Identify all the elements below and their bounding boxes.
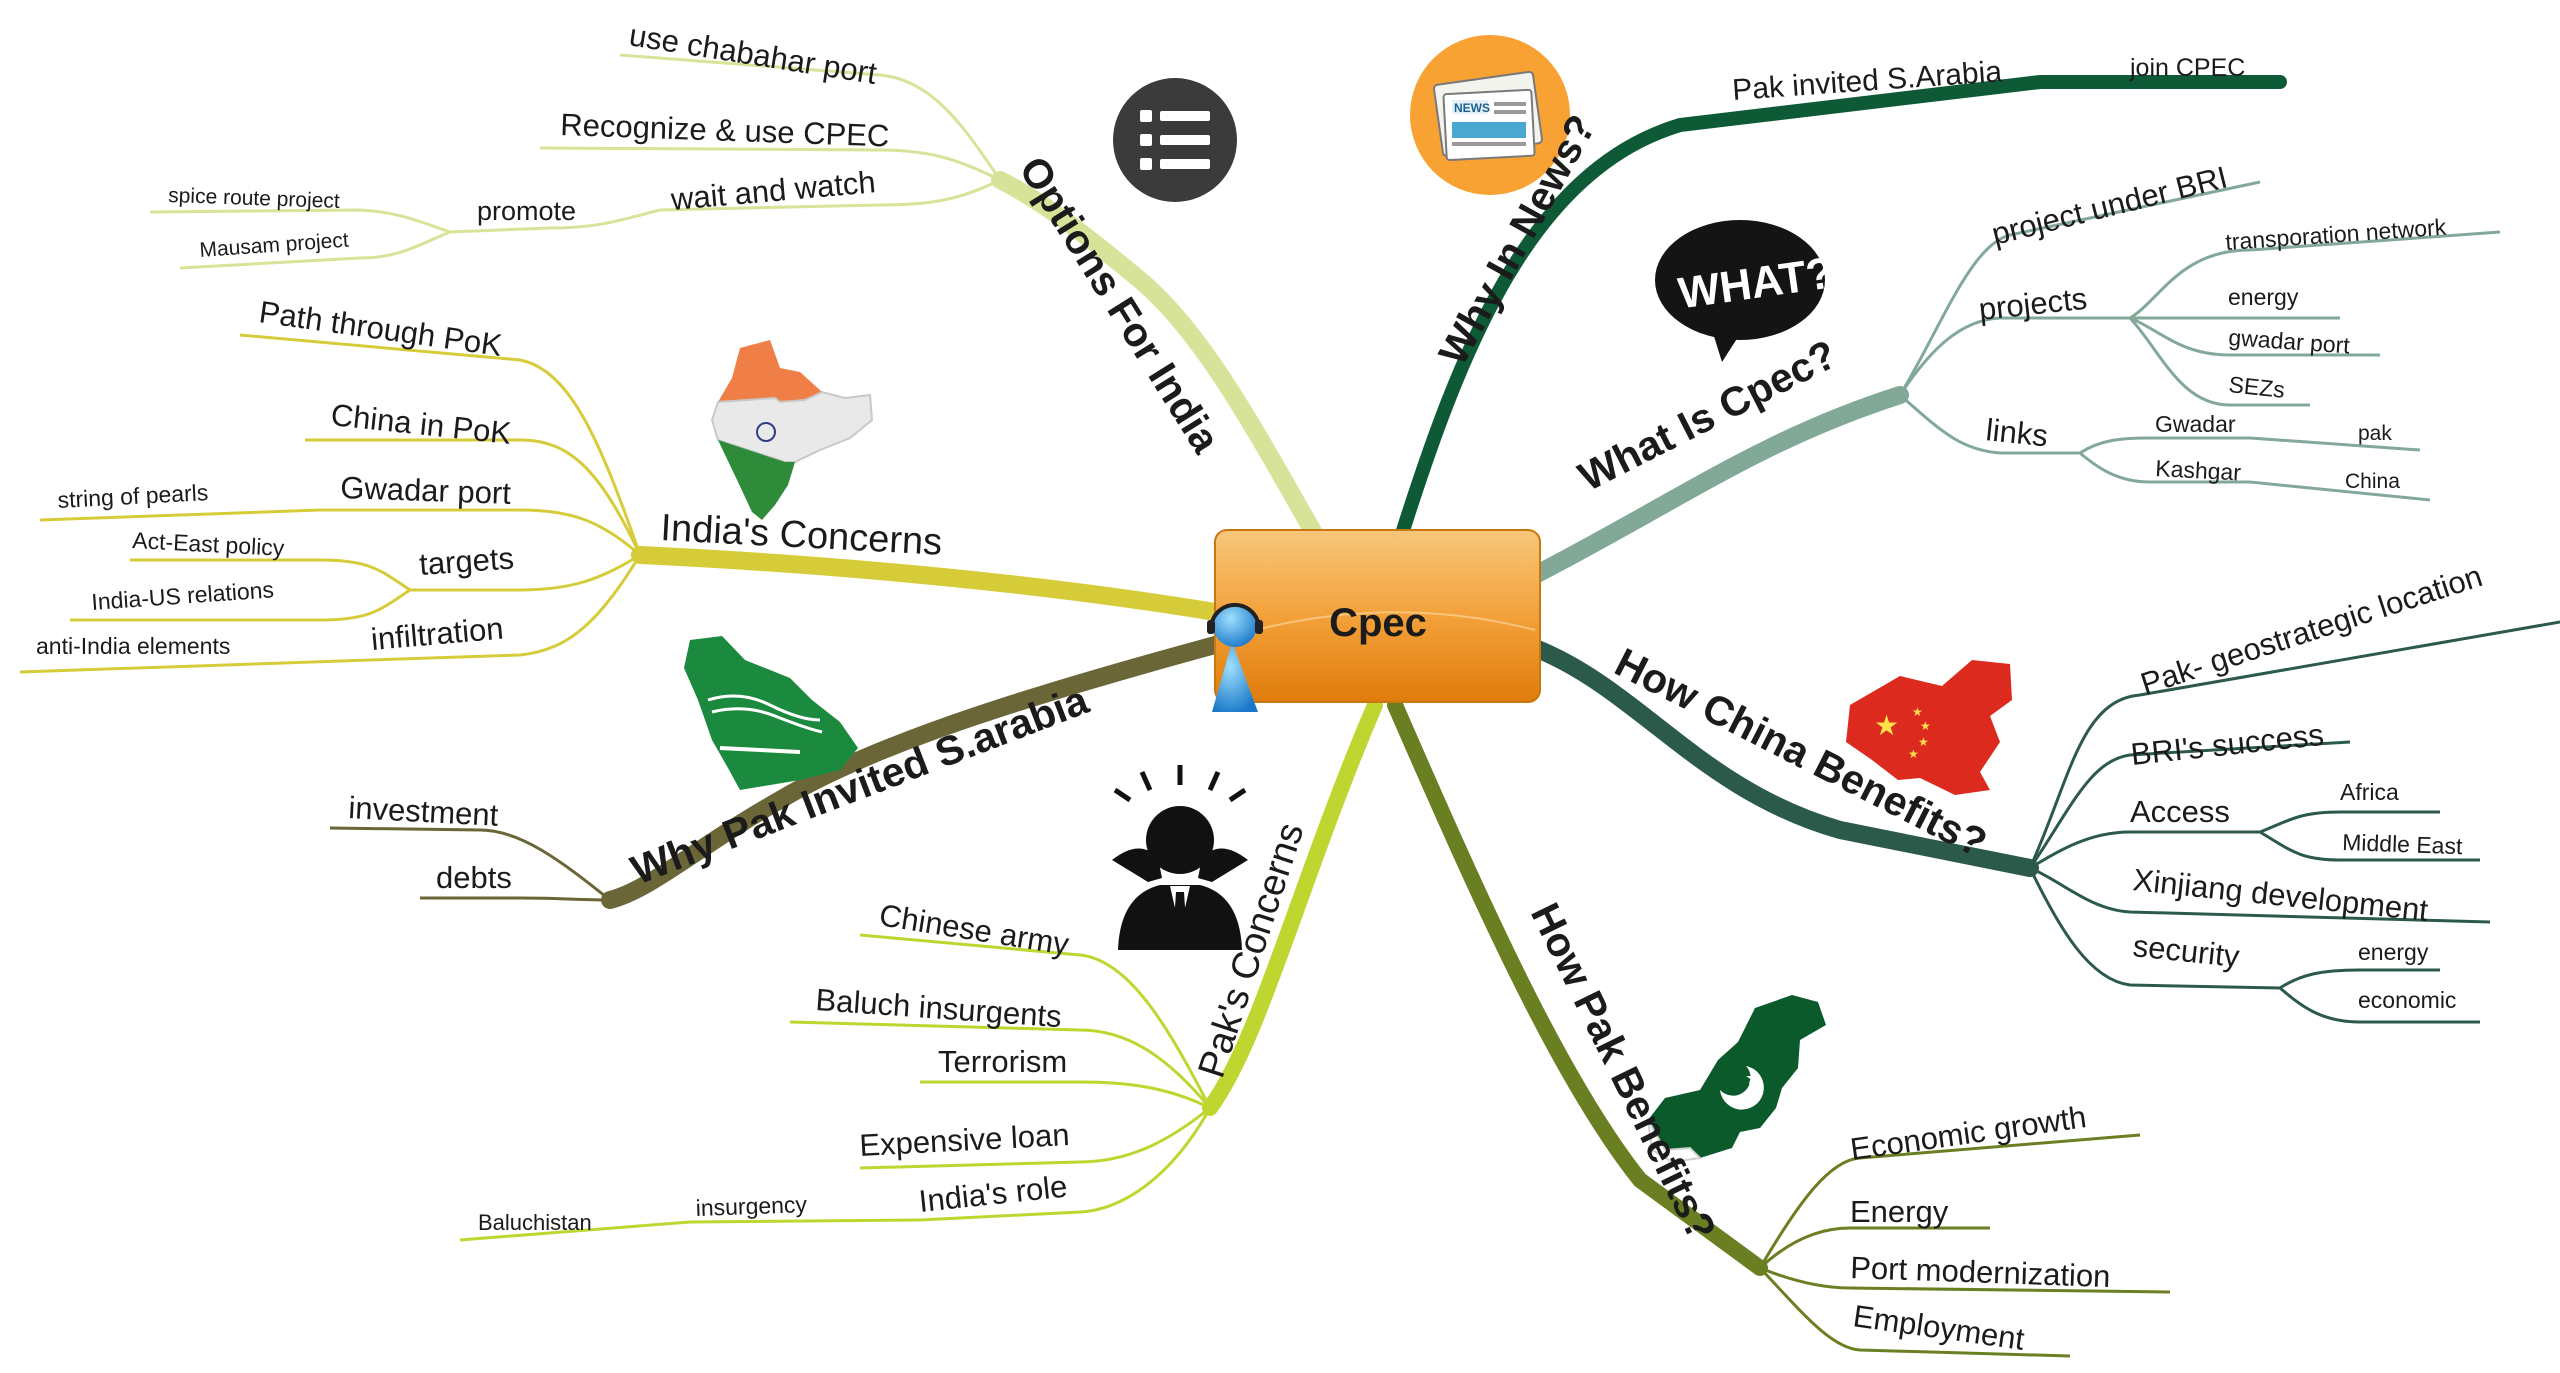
pakistan-map-icon: ★ — [1647, 995, 1826, 1164]
china-bri-success: BRI's success — [2129, 717, 2325, 772]
india-pearls: string of pearls — [57, 479, 209, 513]
pak-concerns-army: Chinese army — [877, 897, 1072, 962]
branch-pak-connector — [1387, 697, 1768, 1276]
india-map-icon — [710, 340, 874, 520]
options-promote: promote — [477, 196, 576, 226]
list-icon — [1113, 78, 1237, 202]
india-china-pok: China in PoK — [329, 397, 513, 451]
saudi-investment: investment — [348, 790, 500, 833]
svg-text:★: ★ — [1920, 719, 1931, 733]
svg-text:★: ★ — [1908, 747, 1919, 761]
china-energy: energy — [2358, 939, 2429, 965]
saudi-map-icon — [684, 636, 858, 790]
china-economic: economic — [2358, 987, 2456, 1013]
options-recognize: Recognize & use CPEC — [560, 107, 890, 153]
what-kashgar: Kashgar — [2155, 455, 2242, 485]
india-infiltration: infiltration — [370, 611, 505, 657]
branch-news-connector — [1393, 75, 2287, 547]
branch-china-connector — [1526, 639, 2039, 877]
india-anti-india: anti-India elements — [36, 633, 230, 659]
what-energy: energy — [2228, 284, 2299, 310]
svg-text:★: ★ — [1745, 1068, 1761, 1088]
india-india-us: India-US relations — [91, 576, 275, 615]
options-mausam: Mausam project — [199, 229, 350, 262]
svg-text:NEWS: NEWS — [1454, 101, 1490, 115]
svg-text:★: ★ — [1874, 710, 1899, 741]
what-speech-bubble-icon: WHAT? — [1655, 220, 1836, 362]
china-location: Pak- geostrategic location — [2136, 558, 2486, 702]
branch-china-subtree — [2028, 620, 2560, 1024]
what-transport: transporation network — [2225, 214, 2448, 255]
options-spice: spice route project — [168, 184, 340, 213]
branch-pak-subtree — [1758, 1133, 2171, 1358]
central-node-label: Cpec — [1329, 601, 1427, 645]
svg-text:★: ★ — [1918, 735, 1929, 749]
pak-benefits-title: How Pak Benefits? — [1522, 896, 1725, 1248]
pak-growth: Economic growth — [1848, 1099, 2088, 1167]
pak-concerns-india-role: India's role — [917, 1169, 1069, 1219]
what-gwadar: Gwadar — [2155, 411, 2236, 437]
what-links: links — [1984, 412, 2049, 453]
news-icon: NEWS — [1410, 35, 1570, 195]
saudi-title: Why Pak Invited S.arabia — [625, 676, 1096, 893]
options-wait: wait and watch — [669, 164, 877, 217]
china-map-icon: ★ ★ ★ ★ ★ — [1846, 660, 2012, 795]
pak-energy: Energy — [1850, 1194, 1949, 1229]
pak-employment: Employment — [1851, 1298, 2027, 1357]
china-xinjiang: Xinjiang development — [2131, 862, 2430, 928]
china-middle-east: Middle East — [2342, 829, 2464, 859]
china-africa: Africa — [2340, 779, 2399, 805]
what-china: China — [2345, 470, 2400, 493]
branch-what-subtree — [1898, 180, 2501, 502]
pak-concerns-loan: Expensive loan — [859, 1117, 1071, 1163]
branch-options-subtree — [149, 53, 1002, 270]
what-pak: pak — [2358, 422, 2392, 445]
india-pok-path: Path through PoK — [257, 294, 505, 363]
pak-concerns-baluchistan: Baluchistan — [478, 1210, 592, 1235]
branch-saudi-connector — [601, 636, 1224, 909]
branch-india-concerns-subtree — [19, 333, 642, 674]
branch-saudi-subtree — [329, 826, 611, 902]
branch-what-connector — [1526, 386, 1909, 584]
what-sezs: SEZs — [2227, 371, 2286, 403]
branch-pak-concerns-subtree — [459, 933, 1212, 1242]
what-bri: project under BRI — [1988, 159, 2231, 251]
branch-options-connector — [991, 171, 1324, 544]
user-icon — [1207, 602, 1263, 712]
india-targets: targets — [418, 540, 515, 582]
news-join-cpec: join CPEC — [2129, 54, 2245, 82]
what-projects: projects — [1977, 281, 2089, 327]
india-act-east: Act-East policy — [132, 527, 286, 561]
svg-text:★: ★ — [1912, 705, 1923, 719]
branch-pak-concerns-connector — [1202, 697, 1383, 1116]
china-access: Access — [2130, 794, 2230, 829]
branch-india-concerns-connector — [631, 546, 1224, 621]
china-security: security — [2131, 928, 2241, 974]
options-chabahar: use chabahar port — [627, 17, 880, 91]
saudi-debts: debts — [436, 860, 512, 895]
what-gwadar-port: gwadar port — [2228, 324, 2352, 358]
pak-concerns-insurgency: insurgency — [695, 1191, 808, 1221]
stressed-person-icon — [1112, 765, 1248, 950]
central-node[interactable]: Cpec — [1214, 529, 1541, 703]
pak-concerns-terrorism: Terrorism — [938, 1044, 1067, 1079]
india-gwadar: Gwadar port — [340, 470, 512, 511]
